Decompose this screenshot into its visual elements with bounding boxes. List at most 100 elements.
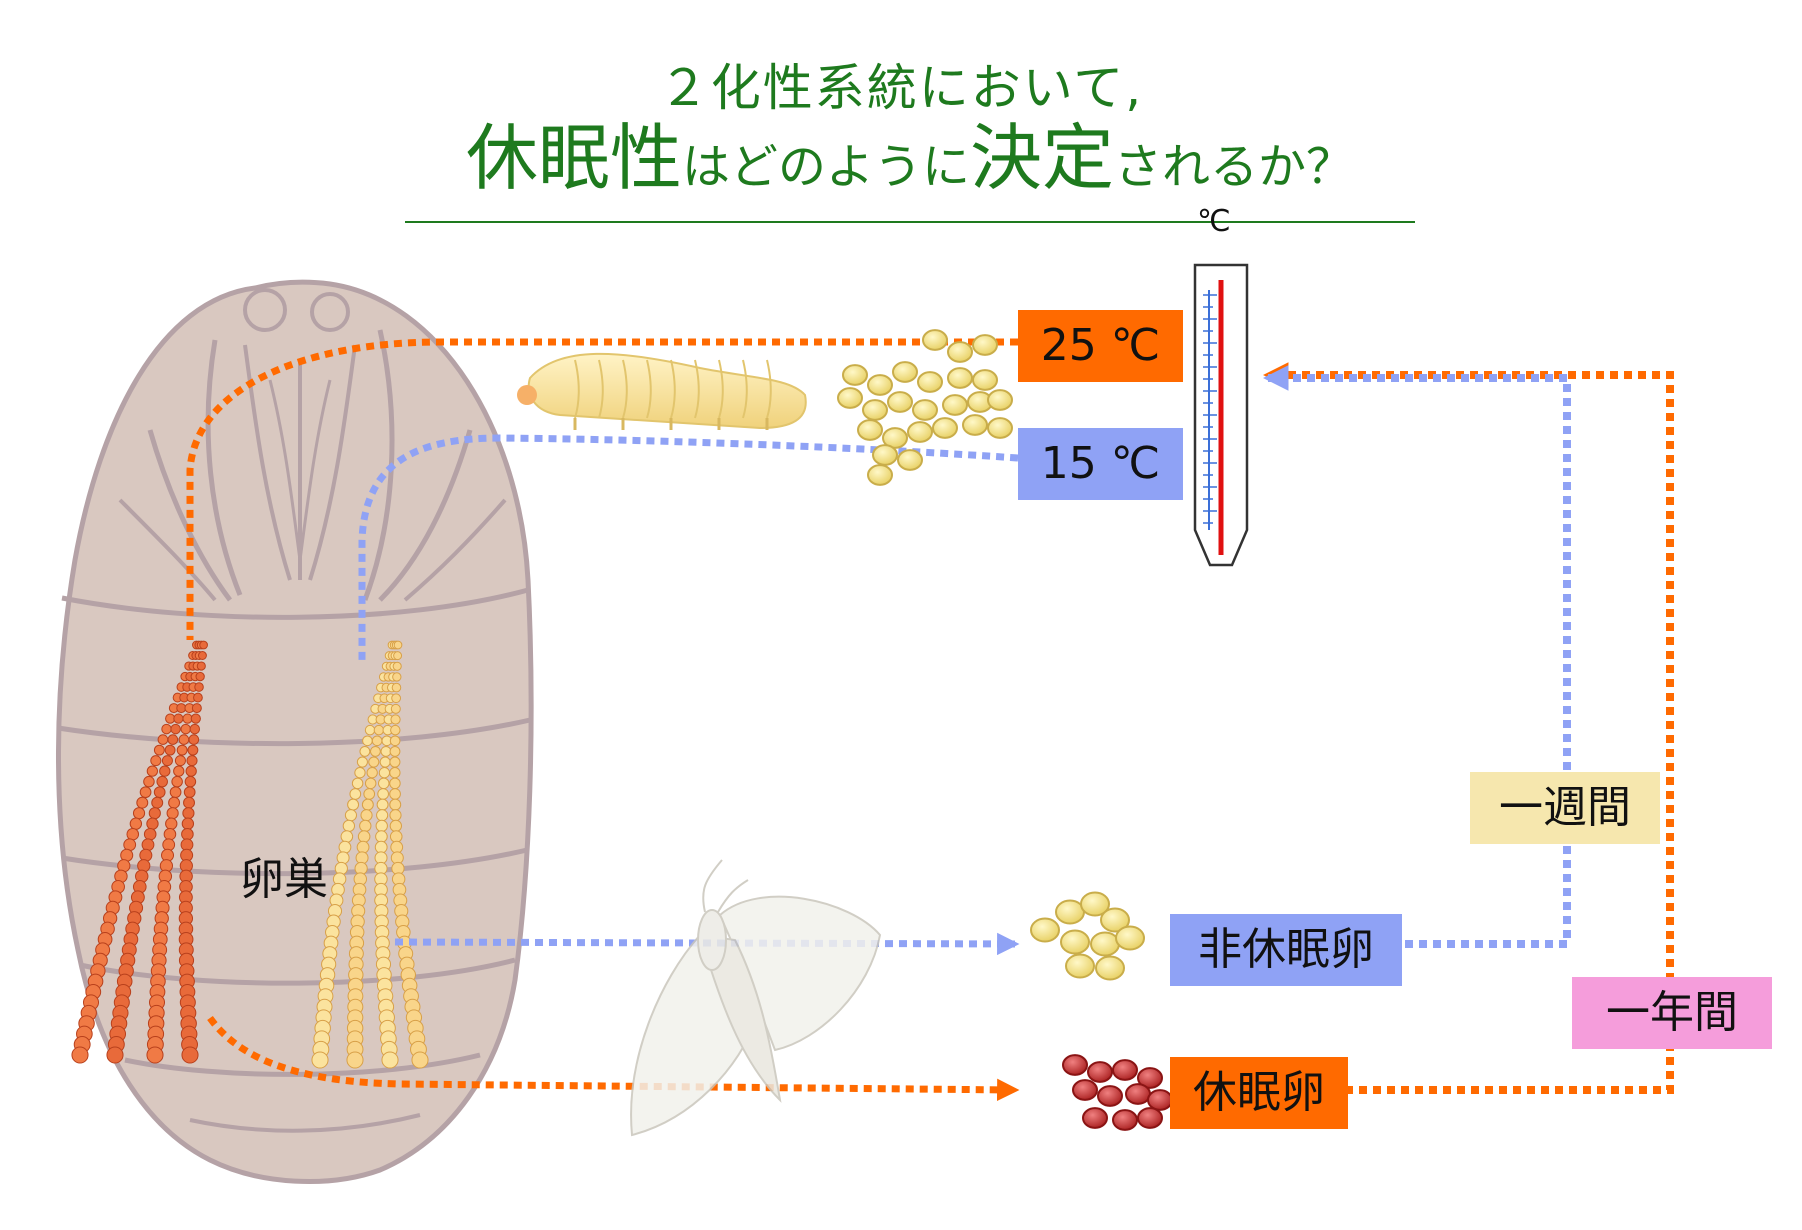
- ovary-bead: [389, 767, 401, 779]
- ovary-bead: [364, 777, 377, 790]
- ovary-bead: [141, 838, 155, 852]
- ovary-bead: [71, 1046, 89, 1064]
- ovary-bead: [389, 756, 401, 768]
- egg: [947, 367, 973, 389]
- ovary-bead: [336, 851, 350, 865]
- ovary-bead: [391, 693, 402, 704]
- egg: [922, 329, 948, 351]
- ovary-bead: [389, 777, 401, 790]
- ovary-bead: [159, 765, 171, 777]
- ovary-bead: [189, 723, 201, 735]
- ovary-bead: [194, 682, 204, 692]
- title-text-question: されるか？: [1114, 139, 1355, 195]
- ovary-bead: [377, 788, 389, 800]
- egg: [1115, 925, 1145, 951]
- egg: [1137, 1107, 1163, 1129]
- ovary-bead: [163, 827, 177, 841]
- egg: [1060, 929, 1090, 955]
- ovary-bead: [363, 788, 376, 800]
- ovary-bead: [139, 786, 152, 799]
- ovary-bead: [375, 830, 388, 843]
- pupa-illustration: [56, 279, 534, 1184]
- ovary-bead: [340, 830, 354, 843]
- one-week-label: 一週間: [1470, 772, 1660, 844]
- egg: [972, 334, 998, 356]
- egg-cluster-non-diapause: [1030, 891, 1145, 981]
- ovary-bead: [354, 767, 366, 779]
- egg: [932, 417, 958, 439]
- ovary-bead: [185, 765, 197, 777]
- ovary-bead: [356, 840, 370, 854]
- egg: [1147, 1089, 1173, 1111]
- ovary-bead: [389, 809, 402, 822]
- egg: [1080, 891, 1110, 917]
- ovary-bead: [379, 756, 391, 768]
- ovary-bead: [150, 755, 162, 767]
- silk-moth: [630, 859, 882, 1137]
- ovary-bead: [156, 775, 168, 788]
- ovary-bead: [391, 682, 402, 693]
- egg: [1055, 899, 1085, 925]
- egg: [1082, 1107, 1108, 1129]
- ovary-bead: [184, 775, 197, 788]
- ovary-bead: [351, 777, 364, 790]
- egg: [897, 449, 923, 471]
- ovary-bead: [146, 817, 159, 830]
- egg: [1072, 1079, 1098, 1101]
- blue-return-loop-one-week: [1262, 365, 1571, 948]
- ovary-bead: [373, 724, 385, 736]
- ovary-bead: [188, 734, 200, 745]
- ovary-bead: [390, 724, 401, 736]
- thermometer-unit: ℃: [1197, 204, 1231, 239]
- title-keyword-determined: 決定: [970, 116, 1115, 200]
- ovary-bead: [143, 775, 155, 788]
- diapause-egg-label: 休眠卵: [1170, 1057, 1348, 1129]
- ovary-bead: [183, 786, 196, 799]
- ovary-bead: [393, 651, 403, 661]
- ovary-bead: [165, 817, 178, 830]
- ovary-bead: [393, 640, 403, 650]
- egg: [867, 464, 893, 486]
- ovary-bead: [180, 723, 191, 735]
- egg: [972, 369, 998, 391]
- ovary-bead: [181, 817, 195, 830]
- ovary-bead: [346, 1051, 364, 1069]
- ovary-bead: [157, 734, 169, 745]
- ovary-bead: [389, 819, 403, 833]
- ovary-bead: [168, 796, 181, 809]
- egg: [987, 389, 1013, 411]
- ovary-bead: [374, 840, 388, 854]
- ovary-bead: [390, 714, 401, 725]
- ovary-bead: [176, 703, 187, 714]
- ovary-bead: [190, 713, 201, 724]
- ovary-label: 卵巣: [240, 854, 328, 905]
- ovary-non-diapause-strands: [311, 640, 429, 1069]
- ovary-bead: [132, 807, 146, 820]
- egg: [987, 417, 1013, 439]
- egg: [1065, 953, 1095, 979]
- ovary-bead: [389, 745, 401, 757]
- ovary-bead: [360, 809, 373, 822]
- one-year-label: 一年間: [1572, 977, 1772, 1049]
- ovary-bead: [197, 651, 207, 660]
- egg: [1112, 1109, 1138, 1131]
- ovary-bead: [195, 671, 205, 682]
- ovary-bead: [392, 672, 402, 682]
- ovary-bead: [173, 765, 185, 777]
- ovary-bead: [357, 830, 371, 843]
- ovary-bead: [311, 1051, 329, 1069]
- ovary-bead: [171, 775, 183, 788]
- ovary-bead: [376, 798, 389, 811]
- ovary-bead: [167, 734, 179, 745]
- ovary-bead: [389, 788, 401, 800]
- egg-cluster-diapause: [1062, 1054, 1173, 1131]
- ovary-bead: [136, 796, 149, 809]
- egg: [962, 414, 988, 436]
- egg: [1095, 955, 1125, 981]
- egg: [837, 387, 863, 409]
- ovary-bead: [347, 798, 360, 811]
- ovary-bead: [183, 796, 195, 809]
- ovary-bead: [146, 765, 158, 777]
